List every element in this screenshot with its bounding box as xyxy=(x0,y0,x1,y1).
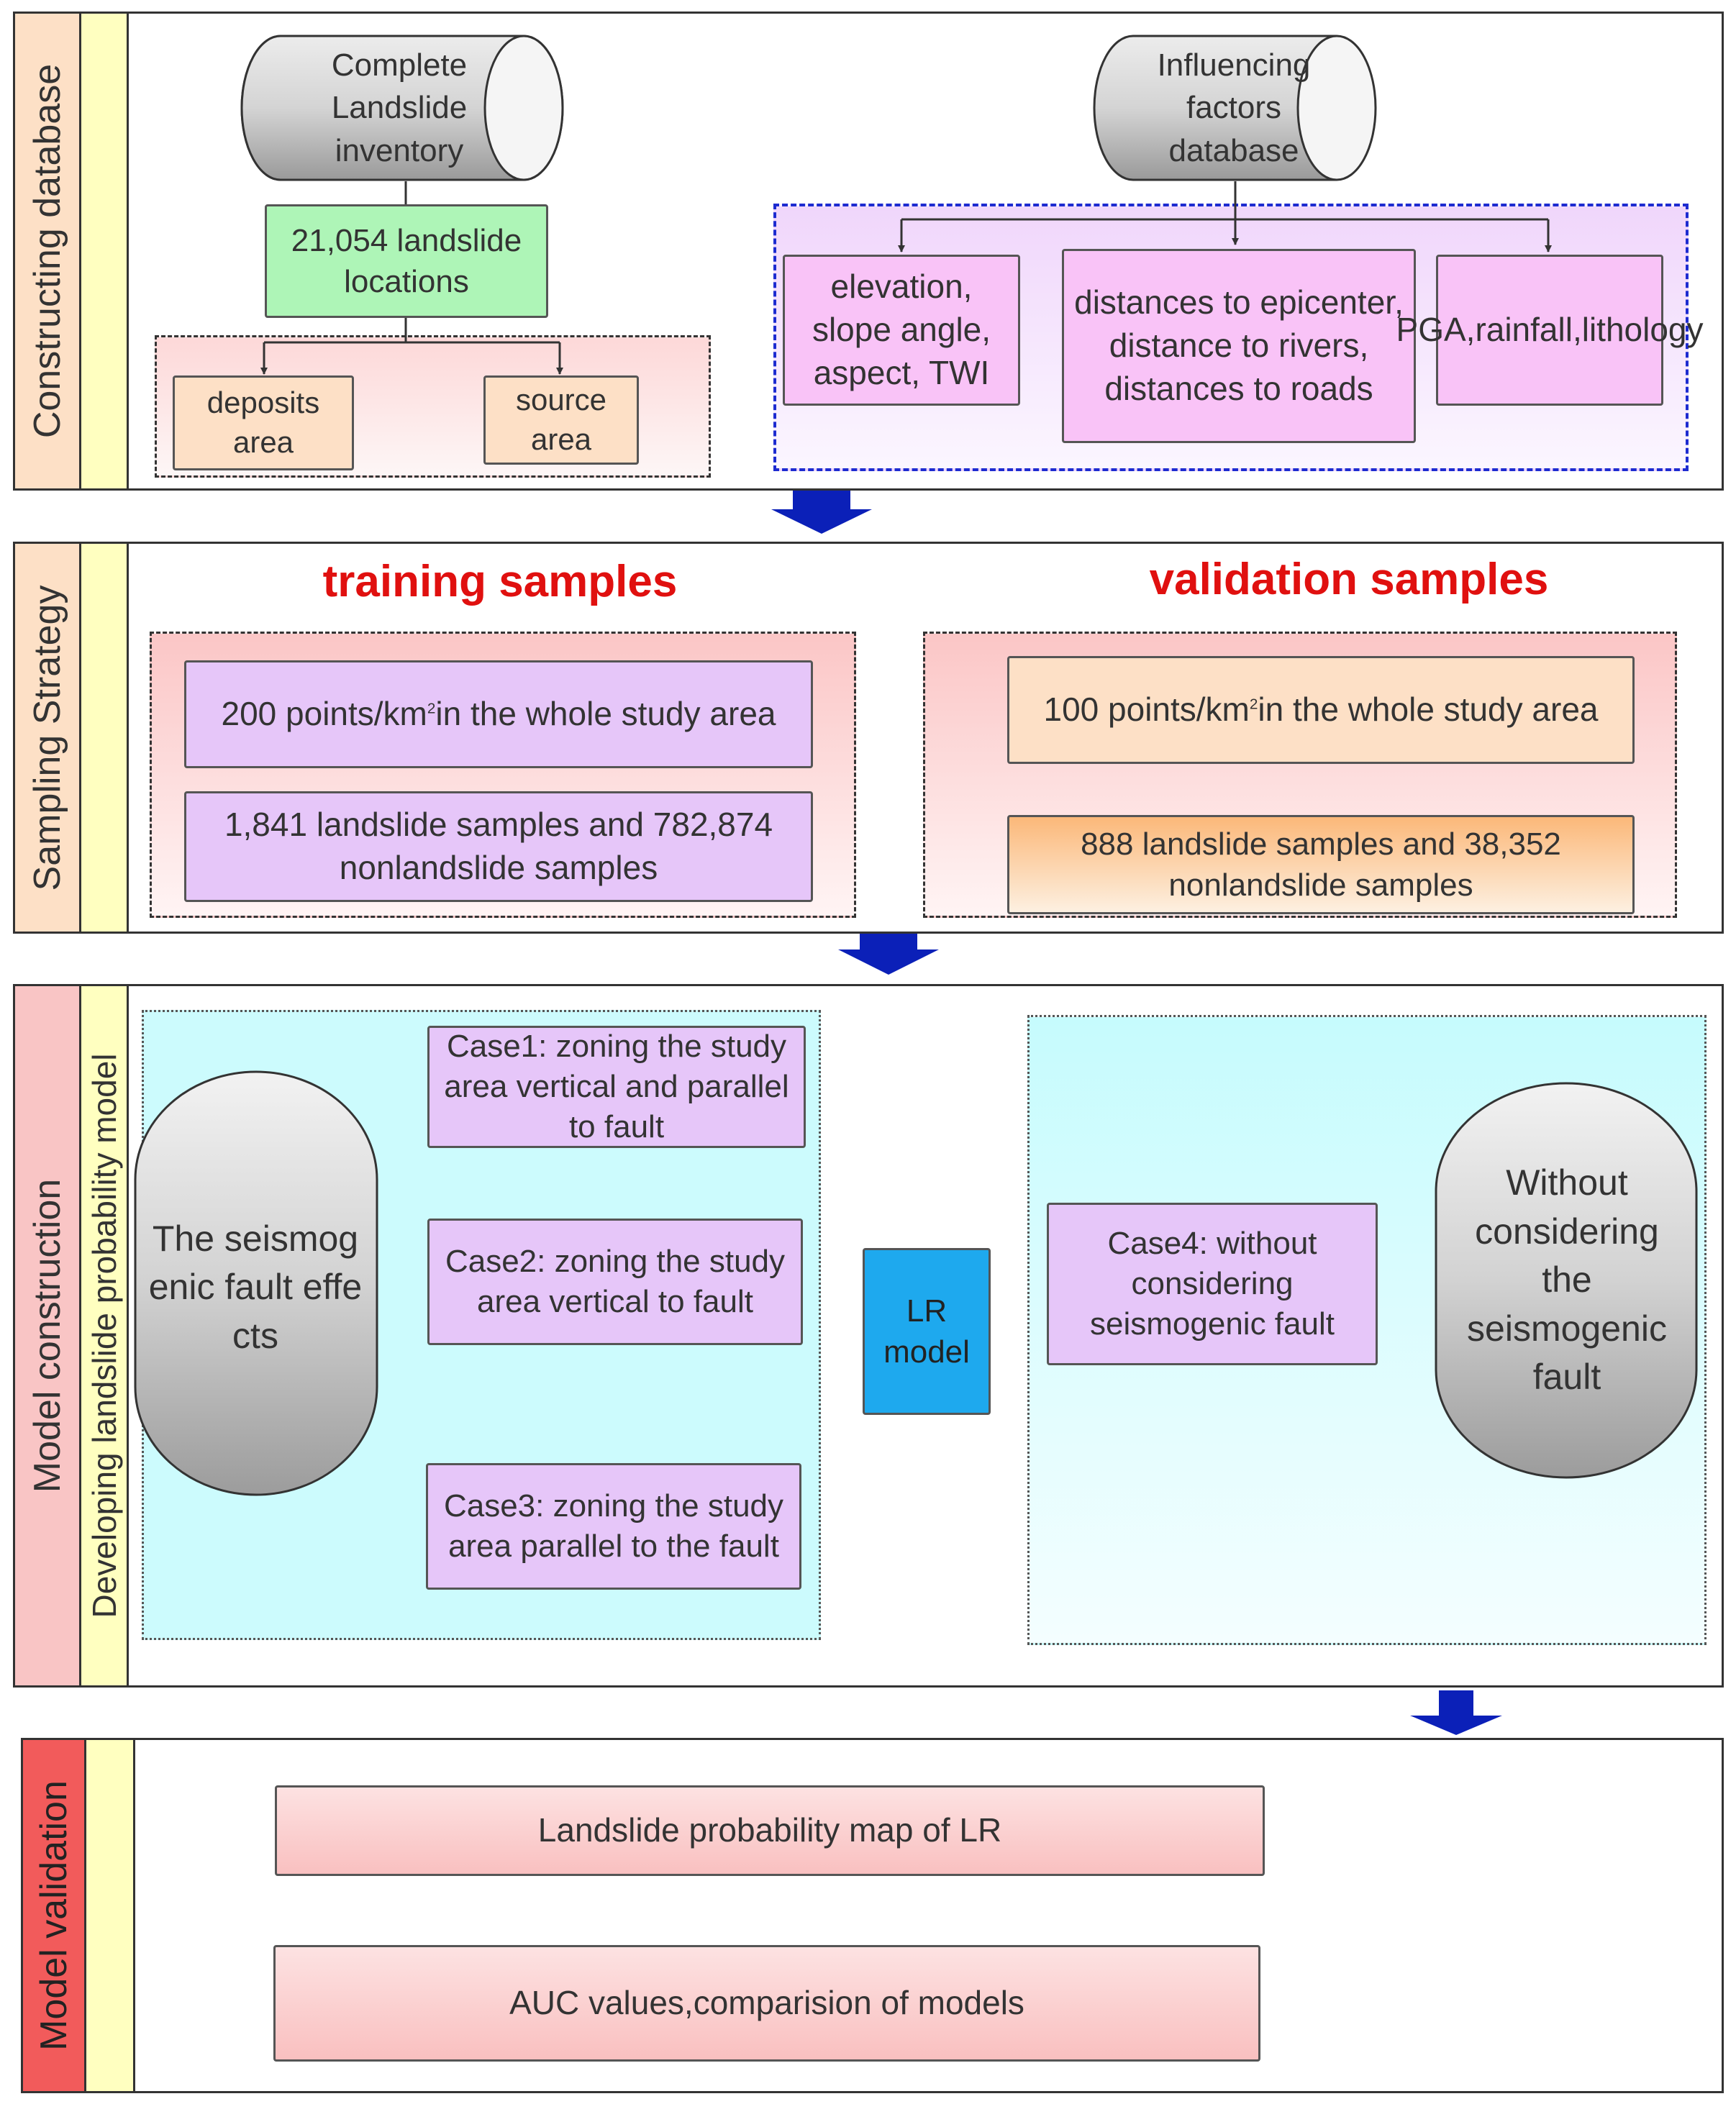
landslide-locations-box: 21,054 landslide locations xyxy=(265,204,548,318)
sidebar-model-validation: Model validation xyxy=(23,1740,86,2091)
factor-box-terrain: elevation, slope angle, aspect, TWI xyxy=(783,255,1020,406)
factors-db-label: Influencing factors database xyxy=(1157,47,1311,168)
section-arrows xyxy=(771,491,1502,1735)
stripe-model: Developing landslide probability model xyxy=(81,986,129,1685)
stripe-validation xyxy=(86,1740,135,2091)
sidebar-constructing-database: Constructing database xyxy=(15,14,81,488)
case1-box: Case1: zoning the study area vertical an… xyxy=(427,1026,806,1148)
training-density-box: 200 points/km2in the whole study area xyxy=(184,660,813,768)
stripe-database xyxy=(81,14,129,488)
arrow-down-1 xyxy=(771,491,872,534)
without-fault-oval xyxy=(1435,1082,1698,1479)
factor-box-pga: PGA,rainfall,lithology xyxy=(1396,255,1704,406)
auc-values-box: AUC values,comparision of models xyxy=(273,1945,1260,2062)
sidebar-sampling-strategy: Sampling Strategy xyxy=(15,544,81,932)
source-area-box: source area xyxy=(483,375,639,465)
validation-density-rest: in the whole study area xyxy=(1258,691,1599,729)
without-fault-label: Without considering the seismogenic faul… xyxy=(1467,1162,1667,1398)
stripe-sampling xyxy=(81,544,129,932)
fault-effects-oval xyxy=(134,1070,378,1496)
factor-box-distances: distances to epicenter, distance to rive… xyxy=(1062,249,1416,443)
validation-samples-heading: validation samples xyxy=(1149,555,1549,604)
training-counts-box: 1,841 landslide samples and 782,874 nonl… xyxy=(184,791,813,902)
inventory-cylinder xyxy=(240,35,564,181)
sidebar-model-construction: Model construction xyxy=(15,986,81,1685)
arrow-down-2 xyxy=(838,932,939,975)
arrow-down-3 xyxy=(1410,1690,1502,1735)
inventory-label: Complete Landslide inventory xyxy=(331,47,468,168)
fault-effects-label: The seismogenic fault effects xyxy=(148,1218,363,1356)
training-density-text: 200 points/km xyxy=(221,695,427,733)
factors-cylinder xyxy=(1093,35,1377,181)
validation-density-sup: 2 xyxy=(1249,696,1258,713)
training-density-rest: in the whole study area xyxy=(435,695,776,733)
deposits-area-box: deposits area xyxy=(173,375,354,470)
lr-model-box: LR model xyxy=(863,1248,991,1415)
validation-density-text: 100 points/km xyxy=(1043,691,1250,729)
case3-box: Case3: zoning the study area parallel to… xyxy=(426,1463,801,1590)
probability-map-box: Landslide probability map of LR xyxy=(275,1785,1265,1876)
training-samples-heading: training samples xyxy=(322,557,678,606)
db-connectors xyxy=(260,181,1552,375)
validation-density-box: 100 points/km2in the whole study area xyxy=(1007,656,1635,764)
training-density-sup: 2 xyxy=(427,700,436,717)
case2-box: Case2: zoning the study area vertical to… xyxy=(427,1219,803,1345)
case4-box: Case4: without considering seismogenic f… xyxy=(1047,1203,1378,1365)
validation-counts-box: 888 landslide samples and 38,352 nonland… xyxy=(1007,815,1635,914)
section-label-validation: Model validation xyxy=(32,1780,75,2051)
